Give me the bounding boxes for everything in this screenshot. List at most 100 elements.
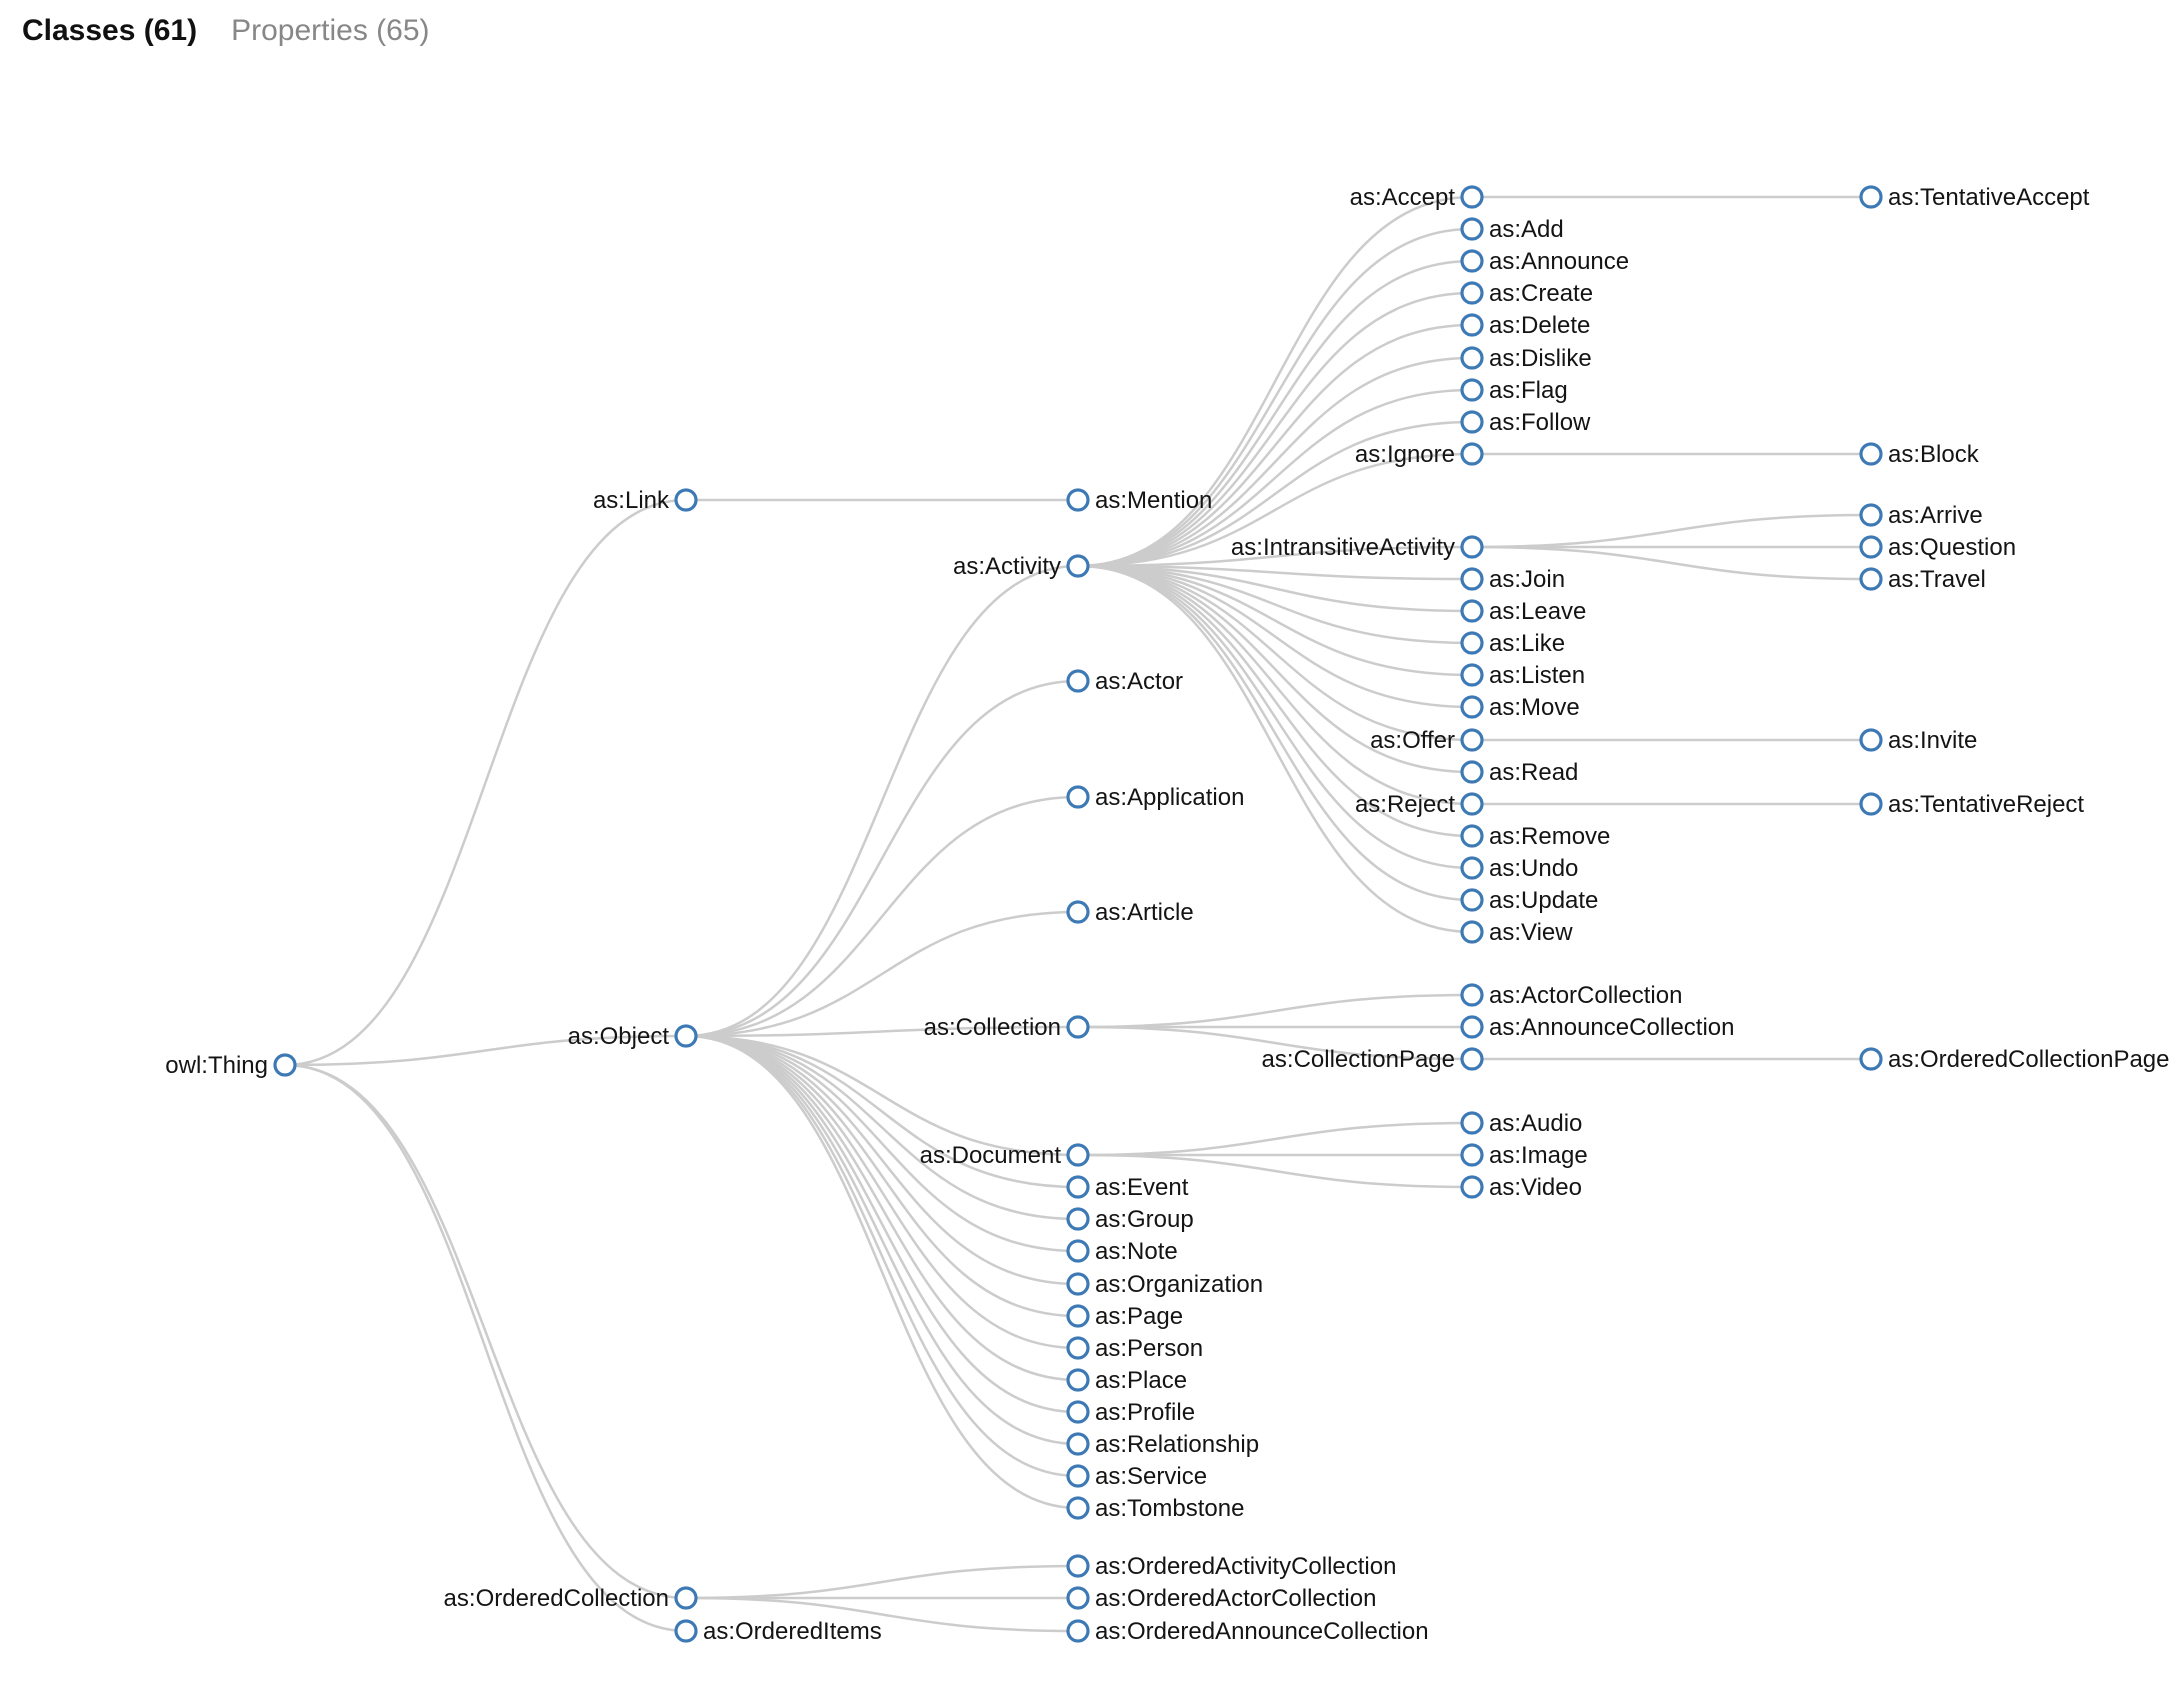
- node-circle[interactable]: [1066, 1464, 1090, 1488]
- tree-node-as-ordereditems[interactable]: as:OrderedItems: [674, 1618, 882, 1645]
- tree-node-as-object[interactable]: as:Object: [568, 1023, 698, 1050]
- tree-node-as-undo[interactable]: as:Undo: [1460, 855, 1578, 882]
- node-circle[interactable]: [1066, 1400, 1090, 1424]
- tree-node-as-relationship[interactable]: as:Relationship: [1066, 1431, 1259, 1458]
- tree-node-as-leave[interactable]: as:Leave: [1460, 598, 1586, 625]
- tree-node-as-announcecollection[interactable]: as:AnnounceCollection: [1460, 1014, 1735, 1041]
- tree-node-as-join[interactable]: as:Join: [1460, 566, 1565, 593]
- node-circle[interactable]: [1460, 824, 1484, 848]
- tree-node-as-intransitiveactivity[interactable]: as:IntransitiveActivity: [1231, 534, 1484, 561]
- tree-node-as-arrive[interactable]: as:Arrive: [1859, 502, 1983, 529]
- node-circle[interactable]: [1859, 728, 1883, 752]
- node-circle[interactable]: [1460, 663, 1484, 687]
- tree-node-as-profile[interactable]: as:Profile: [1066, 1399, 1195, 1426]
- node-circle[interactable]: [1460, 856, 1484, 880]
- node-circle[interactable]: [1460, 728, 1484, 752]
- node-circle[interactable]: [1460, 792, 1484, 816]
- tree-node-as-travel[interactable]: as:Travel: [1859, 566, 1986, 593]
- tree-node-as-tentativereject[interactable]: as:TentativeReject: [1859, 791, 2084, 818]
- tree-node-as-create[interactable]: as:Create: [1460, 280, 1593, 307]
- node-circle[interactable]: [1859, 535, 1883, 559]
- node-circle[interactable]: [674, 488, 698, 512]
- node-circle[interactable]: [1859, 792, 1883, 816]
- tree-node-as-mention[interactable]: as:Mention: [1066, 487, 1212, 514]
- tree-node-as-move[interactable]: as:Move: [1460, 694, 1580, 721]
- node-circle[interactable]: [1460, 217, 1484, 241]
- node-circle[interactable]: [1460, 1047, 1484, 1071]
- node-circle[interactable]: [1460, 313, 1484, 337]
- node-circle[interactable]: [1066, 1239, 1090, 1263]
- tree-node-as-orderedactivitycollection[interactable]: as:OrderedActivityCollection: [1066, 1553, 1396, 1580]
- node-circle[interactable]: [1460, 631, 1484, 655]
- tree-node-as-orderedcollectionpage[interactable]: as:OrderedCollectionPage: [1859, 1046, 2170, 1073]
- node-circle[interactable]: [1460, 442, 1484, 466]
- node-circle[interactable]: [1460, 760, 1484, 784]
- node-circle[interactable]: [1460, 1111, 1484, 1135]
- node-circle[interactable]: [1066, 1554, 1090, 1578]
- tab-properties[interactable]: Properties (65): [231, 14, 430, 47]
- tree-node-as-dislike[interactable]: as:Dislike: [1460, 345, 1592, 372]
- node-circle[interactable]: [1066, 1619, 1090, 1643]
- node-circle[interactable]: [1066, 1015, 1090, 1039]
- tree-node-owl-thing[interactable]: owl:Thing: [165, 1052, 297, 1079]
- node-circle[interactable]: [1066, 1586, 1090, 1610]
- node-circle[interactable]: [1859, 442, 1883, 466]
- tree-node-as-tentativeaccept[interactable]: as:TentativeAccept: [1859, 184, 2090, 211]
- tree-node-as-delete[interactable]: as:Delete: [1460, 312, 1590, 339]
- tree-node-as-add[interactable]: as:Add: [1460, 216, 1564, 243]
- node-circle[interactable]: [1460, 920, 1484, 944]
- tree-node-as-organization[interactable]: as:Organization: [1066, 1271, 1263, 1298]
- node-circle[interactable]: [1066, 488, 1090, 512]
- node-circle[interactable]: [1460, 249, 1484, 273]
- tree-node-as-follow[interactable]: as:Follow: [1460, 409, 1591, 436]
- tree-node-as-update[interactable]: as:Update: [1460, 887, 1598, 914]
- tree-node-as-accept[interactable]: as:Accept: [1350, 184, 1484, 211]
- node-circle[interactable]: [1066, 900, 1090, 924]
- tree-node-as-announce[interactable]: as:Announce: [1460, 248, 1629, 275]
- node-circle[interactable]: [1460, 888, 1484, 912]
- tree-node-as-event[interactable]: as:Event: [1066, 1174, 1189, 1201]
- node-circle[interactable]: [1460, 695, 1484, 719]
- node-circle[interactable]: [1859, 1047, 1883, 1071]
- tree-node-as-read[interactable]: as:Read: [1460, 759, 1578, 786]
- node-circle[interactable]: [1460, 1015, 1484, 1039]
- node-circle[interactable]: [1460, 567, 1484, 591]
- tree-node-as-question[interactable]: as:Question: [1859, 534, 2016, 561]
- tree-node-as-offer[interactable]: as:Offer: [1370, 727, 1484, 754]
- tree-node-as-document[interactable]: as:Document: [920, 1142, 1090, 1169]
- node-circle[interactable]: [1066, 1368, 1090, 1392]
- node-circle[interactable]: [1859, 567, 1883, 591]
- node-circle[interactable]: [1066, 1432, 1090, 1456]
- tree-node-as-service[interactable]: as:Service: [1066, 1463, 1207, 1490]
- tree-node-as-application[interactable]: as:Application: [1066, 784, 1244, 811]
- tree-node-as-person[interactable]: as:Person: [1066, 1335, 1203, 1362]
- node-circle[interactable]: [1460, 378, 1484, 402]
- node-circle[interactable]: [1460, 1143, 1484, 1167]
- tree-node-as-view[interactable]: as:View: [1460, 919, 1573, 946]
- tree-node-as-orderedcollection[interactable]: as:OrderedCollection: [444, 1585, 698, 1612]
- node-circle[interactable]: [1859, 503, 1883, 527]
- tree-node-as-actor[interactable]: as:Actor: [1066, 668, 1183, 695]
- node-circle[interactable]: [674, 1619, 698, 1643]
- tree-node-as-listen[interactable]: as:Listen: [1460, 662, 1585, 689]
- tree-node-as-audio[interactable]: as:Audio: [1460, 1110, 1582, 1137]
- node-circle[interactable]: [1460, 535, 1484, 559]
- node-circle[interactable]: [1066, 1304, 1090, 1328]
- tree-node-as-activity[interactable]: as:Activity: [953, 553, 1090, 580]
- node-circle[interactable]: [1066, 669, 1090, 693]
- node-circle[interactable]: [1460, 983, 1484, 1007]
- tree-node-as-flag[interactable]: as:Flag: [1460, 377, 1568, 404]
- node-circle[interactable]: [1066, 1272, 1090, 1296]
- node-circle[interactable]: [273, 1053, 297, 1077]
- tree-node-as-link[interactable]: as:Link: [593, 487, 698, 514]
- tree-node-as-orderedannouncecollection[interactable]: as:OrderedAnnounceCollection: [1066, 1618, 1429, 1645]
- tab-classes[interactable]: Classes (61): [22, 14, 198, 47]
- tree-node-as-page[interactable]: as:Page: [1066, 1303, 1183, 1330]
- node-circle[interactable]: [1066, 785, 1090, 809]
- tree-node-as-note[interactable]: as:Note: [1066, 1238, 1178, 1265]
- tree-node-as-collection[interactable]: as:Collection: [924, 1014, 1090, 1041]
- node-circle[interactable]: [1066, 1207, 1090, 1231]
- node-circle[interactable]: [1066, 1336, 1090, 1360]
- tree-node-as-like[interactable]: as:Like: [1460, 630, 1565, 657]
- tree-node-as-ignore[interactable]: as:Ignore: [1355, 441, 1484, 468]
